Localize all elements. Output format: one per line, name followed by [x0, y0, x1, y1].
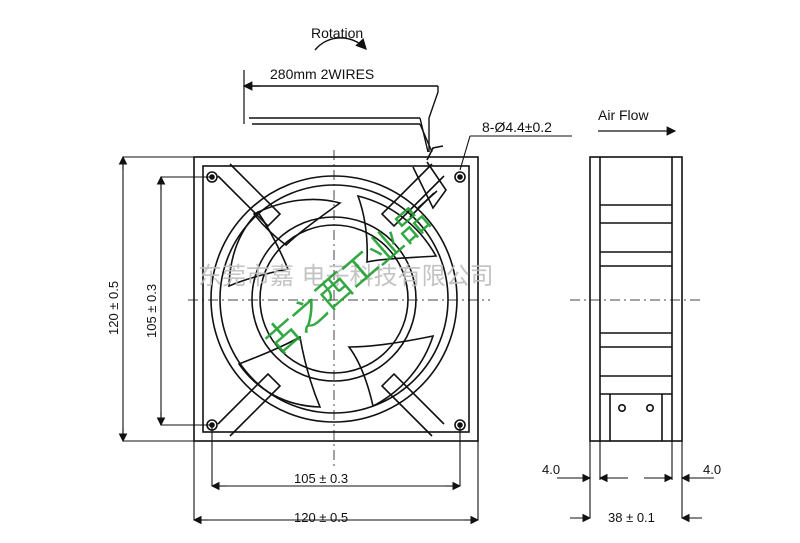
bottom-105-label: 105 ± 0.3	[294, 471, 348, 486]
side-depth-label: 38 ± 0.1	[608, 510, 655, 525]
left-120-label: 120 ± 0.5	[106, 281, 121, 335]
wire-harness	[244, 85, 439, 153]
hole-callout	[459, 135, 572, 171]
rotation-arrow	[314, 37, 367, 51]
side-right-4-label: 4.0	[703, 462, 721, 477]
side-left-4-label: 4.0	[542, 462, 560, 477]
rotation-label: Rotation	[311, 25, 363, 41]
center-lines	[188, 150, 700, 470]
wire-length-arrow	[242, 70, 260, 124]
side-dimensions	[557, 441, 714, 523]
left-dimensions	[118, 155, 212, 443]
fan-side-view	[589, 156, 683, 442]
company-watermark: 东莞市嘉 电子科技有限公司	[198, 262, 494, 290]
air-flow-label: Air Flow	[598, 107, 649, 123]
left-105-label: 105 ± 0.3	[144, 284, 159, 338]
holes-label: 8-Ø4.4±0.2	[482, 119, 552, 135]
fan-front-view	[193, 145, 479, 442]
bottom-dimensions	[192, 426, 480, 525]
bottom-120-label: 120 ± 0.5	[294, 510, 348, 525]
wires-label: 280mm 2WIRES	[270, 66, 374, 82]
